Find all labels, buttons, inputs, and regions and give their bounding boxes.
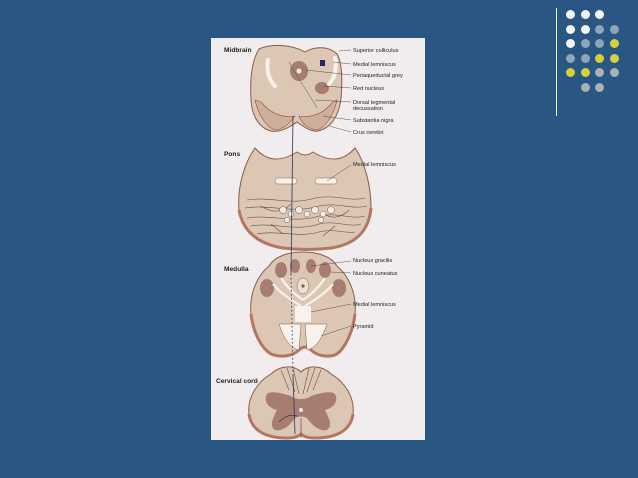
decor-dot (566, 68, 575, 77)
label-medial-lemniscus-medulla: Medial lemniscus (353, 302, 396, 308)
decor-dot (580, 68, 590, 77)
pyramid-right (304, 323, 328, 351)
dot-grid-decoration (566, 10, 632, 104)
section-title-midbrain: Midbrain (224, 47, 251, 54)
pons-lemniscus-right (314, 177, 338, 185)
nucleus-cuneatus-right (319, 262, 331, 278)
olive-right (332, 279, 346, 297)
pathway-line-dotted (290, 273, 294, 375)
pons-edge (237, 207, 373, 251)
crus-cerebri (254, 99, 296, 131)
section-title-pons: Pons (224, 151, 240, 158)
divider-line (556, 8, 557, 116)
label-medial-lemniscus-midbrain: Medial lemniscus (353, 62, 396, 68)
label-substantia-nigra: Substantia nigra (353, 118, 394, 124)
decor-dot (609, 24, 619, 34)
tract-midbrain (288, 61, 318, 109)
central-canal (301, 284, 305, 288)
section-title-medulla: Medulla (224, 266, 249, 273)
pathway-line-solid-lower (292, 373, 296, 435)
red-nucleus-right (315, 82, 329, 94)
label-periaqueductal-grey: Periaqueductal grey (353, 73, 403, 79)
decor-dot (566, 39, 575, 48)
cervical-cord-section (247, 366, 355, 440)
pathway-line-solid (290, 115, 294, 275)
decor-dot (595, 24, 604, 34)
pontine-nucleus (287, 210, 295, 218)
midbrain-outline (250, 44, 343, 132)
pontine-nucleus (303, 210, 311, 218)
label-medial-lemniscus-pons: Medial lemniscus (353, 162, 396, 168)
pontine-nucleus (311, 206, 319, 214)
decor-dot (595, 82, 604, 92)
medulla-section (249, 251, 357, 358)
pons-lemniscus-left (274, 177, 298, 185)
label-crus-cerebri: Crus cerebri (353, 130, 383, 136)
midbrain-section (250, 44, 343, 132)
decor-dot (595, 53, 604, 63)
label-red-nucleus: Red nucleus (353, 86, 384, 92)
nucleus-gracilis-left (290, 259, 300, 273)
pontine-nucleus (279, 206, 287, 214)
decor-dot (609, 68, 619, 77)
pontine-nucleus (327, 206, 335, 214)
lemniscus-marker (320, 60, 325, 66)
medial-lemniscus-mid-left (265, 58, 277, 88)
label-decussation: decussation (353, 106, 383, 112)
nucleus-cuneatus-left (275, 262, 287, 278)
decor-dot (566, 10, 575, 19)
decor-dot (595, 10, 604, 19)
cervical-central-canal (299, 408, 303, 412)
decor-dot (595, 39, 604, 48)
decor-dot (580, 24, 590, 34)
decor-dot (566, 24, 575, 34)
decor-dot (580, 53, 590, 63)
label-pyramid: Pyramid (353, 324, 374, 330)
aqueduct (296, 68, 302, 74)
decor-dot (609, 53, 619, 63)
decor-dot (566, 53, 575, 63)
decor-dot (580, 10, 590, 19)
pontine-nucleus (317, 216, 325, 224)
internal-arcuate-fibers (272, 277, 334, 307)
olive-left (260, 279, 274, 297)
crus-cerebri-right (298, 99, 338, 131)
label-nucleus-gracilis: Nucleus gracilis (353, 258, 392, 264)
label-nucleus-cuneatus: Nucleus cuneatus (353, 271, 398, 277)
label-superior-colliculus: Superior colliculus (353, 48, 399, 54)
decor-dot (580, 39, 590, 48)
brainstem-figure: Superior colliculus Medial lemniscus Per… (211, 38, 425, 440)
spinothalamic-tract (278, 414, 298, 423)
medial-lemniscus-mid-right (327, 56, 338, 86)
pyramid-left (278, 323, 302, 351)
dorsal-column-fibers (280, 367, 322, 395)
decor-dot (609, 39, 619, 48)
decor-dot (595, 68, 604, 77)
medial-lemniscus-medulla (295, 306, 311, 322)
pons-section (237, 147, 373, 251)
brainstem-diagram: Superior colliculus Medial lemniscus Per… (211, 38, 425, 440)
pontine-nucleus (319, 210, 327, 218)
decor-dot (580, 82, 590, 92)
section-title-cervical: Cervical cord (216, 378, 258, 385)
medulla-edge (249, 313, 357, 358)
label-dorsal-tegmental: Dorsal tegmental (353, 100, 395, 106)
midbrain-labels (305, 49, 352, 133)
pontine-nucleus (283, 216, 291, 224)
pontine-nucleus (295, 206, 303, 214)
pons-fibers (244, 196, 368, 237)
